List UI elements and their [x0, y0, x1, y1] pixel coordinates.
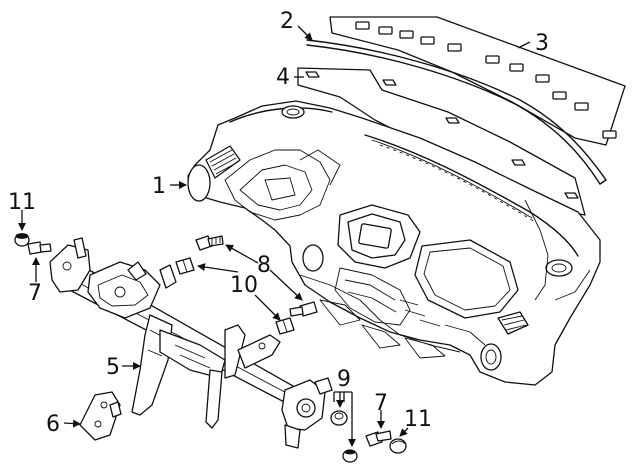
leader-lines	[18, 25, 531, 447]
part-11-nut-cap-left	[14, 233, 30, 247]
part-7-bolt-left	[27, 241, 52, 255]
part-8-bolt-lower	[289, 301, 318, 317]
part-6-bracket	[79, 391, 122, 441]
callout-4: 4	[276, 65, 290, 90]
part-10-nut-lower	[275, 317, 295, 335]
callout-10: 10	[230, 273, 258, 298]
part-2-weatherstrip	[306, 39, 607, 185]
callout-5: 5	[106, 355, 120, 380]
part-9-clip-lower	[342, 449, 358, 463]
callout-2: 2	[280, 9, 294, 34]
callout-3: 3	[535, 31, 549, 56]
callout-8: 8	[257, 253, 271, 278]
callout-11-right: 11	[404, 407, 432, 432]
part-5-steering-support-member	[49, 237, 333, 449]
callout-7-right: 7	[374, 391, 388, 416]
part-8-bolt-upper	[195, 235, 224, 251]
part-7-bolt-right	[365, 430, 392, 447]
callout-6: 6	[46, 412, 60, 437]
callout-9: 9	[337, 367, 351, 392]
part-10-nut-upper	[175, 257, 195, 275]
part-11-nut-cap-right	[389, 438, 407, 454]
callout-11-left: 11	[8, 190, 36, 215]
part-9-clip-upper	[330, 410, 348, 426]
callout-1: 1	[152, 174, 166, 199]
callout-7-left: 7	[28, 281, 42, 306]
part-1-instrument-panel	[187, 100, 601, 386]
